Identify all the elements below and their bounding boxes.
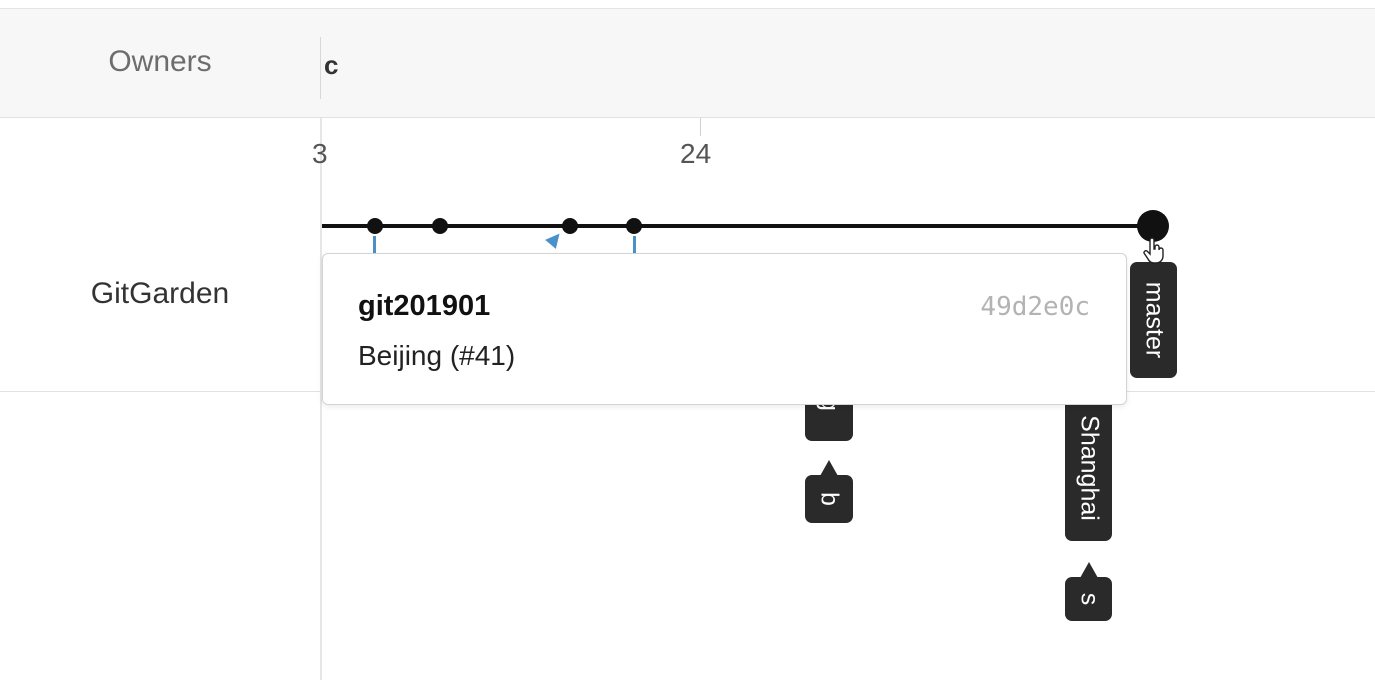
commit-dot[interactable] xyxy=(367,218,383,234)
branch-link xyxy=(373,236,376,258)
axis-tick-label: 3 xyxy=(312,138,328,169)
commit-tooltip: git201901 49d2e0c Beijing (#41) xyxy=(322,253,1127,405)
hand-pointer-icon xyxy=(1143,237,1164,264)
column-separator xyxy=(320,118,322,680)
branch-tag-b[interactable]: b xyxy=(805,460,853,523)
table-header: Owners c xyxy=(0,9,1375,118)
top-border xyxy=(0,0,1375,9)
branch-tag-label: s xyxy=(1075,592,1103,606)
commit-dot[interactable] xyxy=(432,218,448,234)
owner-name[interactable]: GitGarden xyxy=(90,277,230,310)
head-commit-dot[interactable] xyxy=(1137,210,1169,242)
branch-tag-master[interactable]: master xyxy=(1130,262,1177,378)
tooltip-commit-sha[interactable]: 49d2e0c xyxy=(980,292,1090,322)
timeline-column-header[interactable]: c xyxy=(324,50,339,80)
branch-tag-s[interactable]: s xyxy=(1065,562,1112,621)
axis-tick-label: 24 xyxy=(680,138,712,169)
branch-link xyxy=(633,236,636,258)
branch-tag-label: b xyxy=(815,492,844,506)
tooltip-branch-name: git201901 xyxy=(358,290,491,322)
column-resize-divider[interactable] xyxy=(320,37,321,99)
commit-dot[interactable] xyxy=(626,218,642,234)
owners-column-header[interactable]: Owners xyxy=(108,45,212,78)
tooltip-commit-message: Beijing (#41) xyxy=(358,340,516,371)
branch-timeline xyxy=(322,224,1154,228)
branch-tag-label: master xyxy=(1140,281,1168,359)
commit-dot[interactable] xyxy=(562,218,578,234)
branch-tag-shanghai[interactable]: Shanghai xyxy=(1065,395,1112,541)
axis-tick xyxy=(700,118,701,136)
merge-arrow-icon xyxy=(545,229,565,249)
branch-tag-label: Shanghai xyxy=(1075,415,1103,521)
